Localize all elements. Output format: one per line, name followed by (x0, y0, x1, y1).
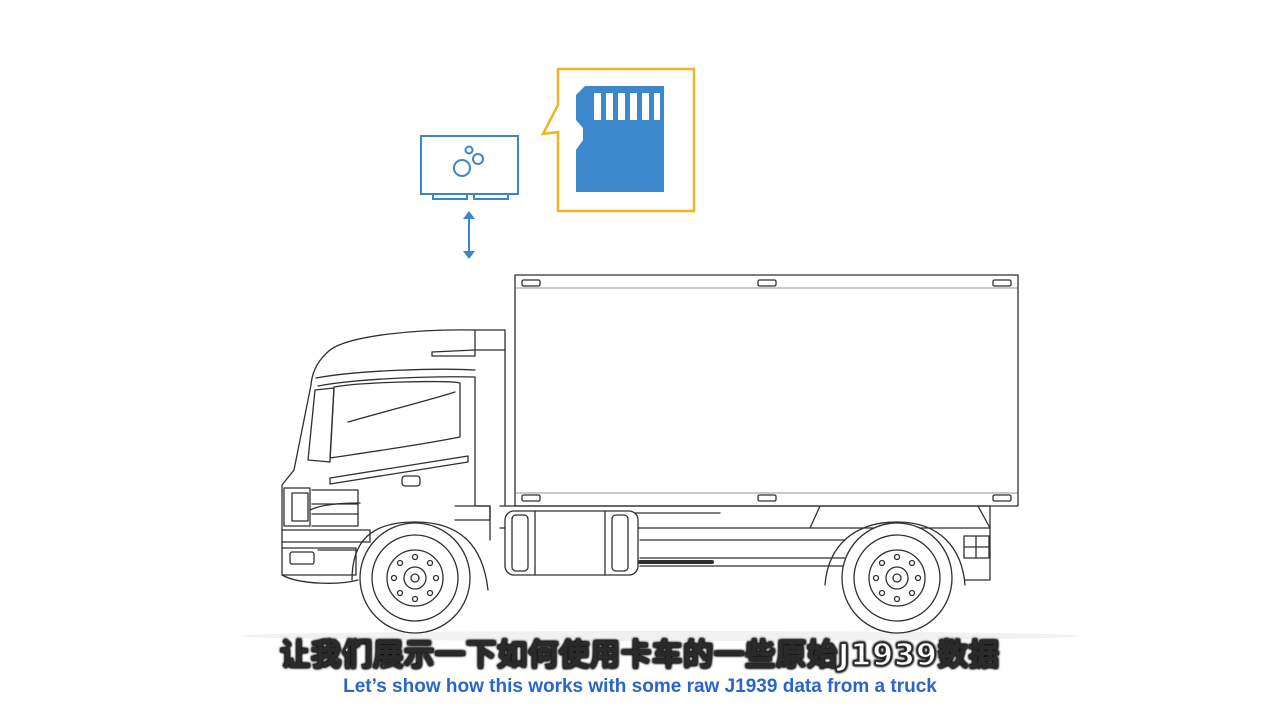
truck-cab (281, 329, 506, 584)
bidirectional-arrow-icon (463, 211, 475, 259)
truck-icon (281, 274, 1019, 634)
sd-card-icon (576, 86, 664, 192)
sd-card-callout (540, 67, 696, 213)
ground-shadow (240, 631, 1080, 641)
data-logger-icon (420, 135, 519, 200)
rear-wheel (824, 521, 966, 634)
subtitle-chinese: 让我们展示一下如何使用卡车的一些原始J1939数据 (279, 637, 1000, 674)
cargo-box (514, 274, 1019, 507)
front-wheel (351, 521, 489, 634)
subtitle-english: Let’s show how this works with some raw … (343, 676, 937, 697)
chassis (499, 505, 991, 581)
